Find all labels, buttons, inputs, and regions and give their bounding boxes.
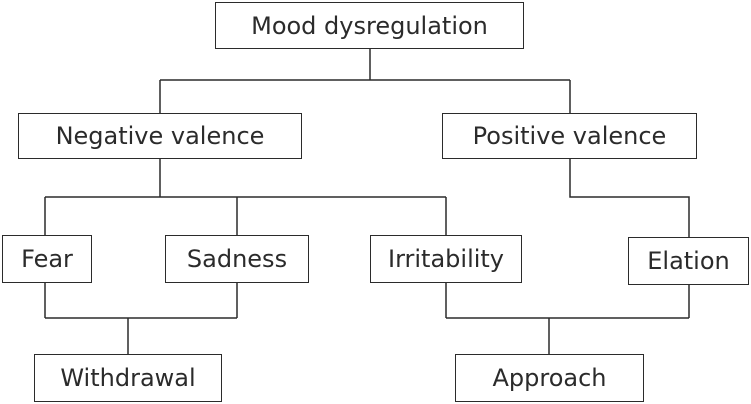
node-negative-valence: Negative valence bbox=[18, 113, 302, 159]
node-mood-dysregulation: Mood dysregulation bbox=[215, 2, 524, 49]
node-positive-valence: Positive valence bbox=[442, 113, 697, 159]
node-withdrawal: Withdrawal bbox=[34, 354, 222, 402]
node-elation: Elation bbox=[628, 237, 749, 285]
node-fear: Fear bbox=[2, 235, 92, 283]
node-irritability: Irritability bbox=[370, 235, 522, 283]
node-sadness: Sadness bbox=[165, 235, 309, 283]
node-approach: Approach bbox=[455, 354, 644, 402]
connector-positive-elation bbox=[569, 159, 690, 237]
